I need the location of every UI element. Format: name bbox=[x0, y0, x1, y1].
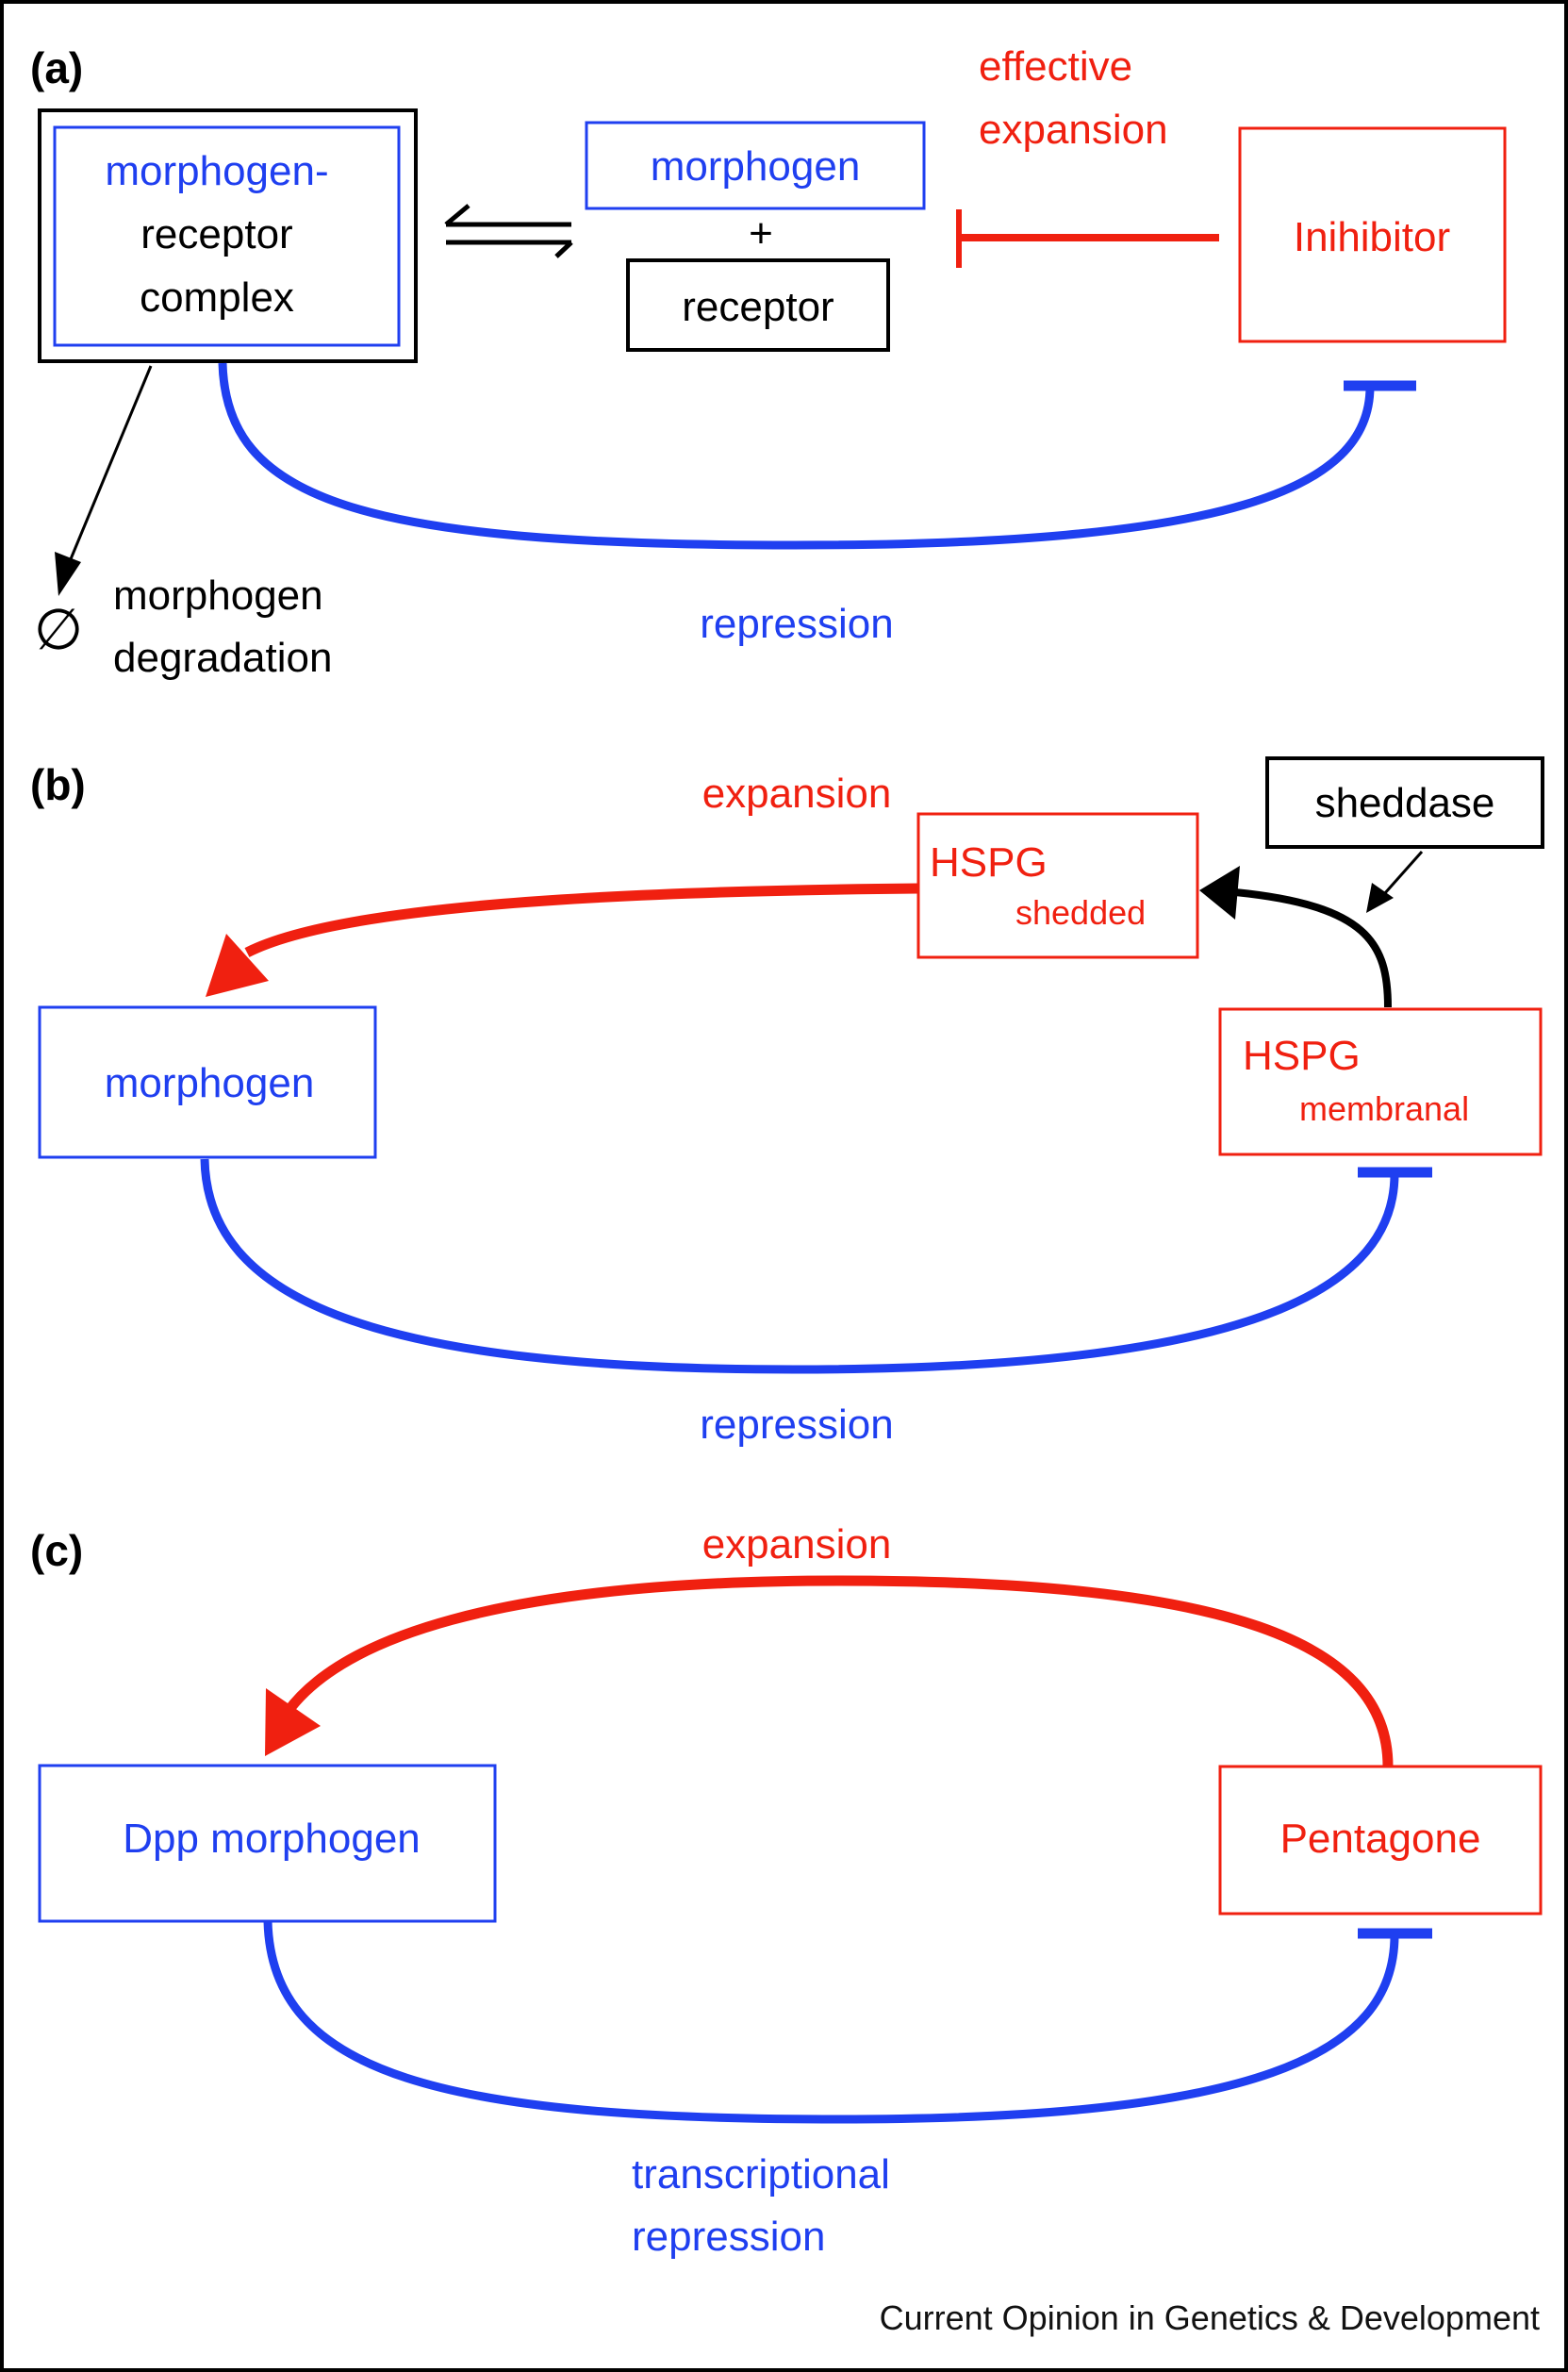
expansion-arrowhead-b-icon bbox=[206, 934, 269, 997]
hspg-membranal-main: HSPG bbox=[1243, 1033, 1361, 1079]
hspg-membranal-sub: membranal bbox=[1299, 1089, 1469, 1128]
shedding-arrowhead-icon bbox=[1199, 866, 1240, 920]
complex-label-line1: morphogen- bbox=[105, 148, 328, 194]
receptor-label: receptor bbox=[682, 284, 834, 330]
repression-label-c-line1: transcriptional bbox=[632, 2151, 890, 2198]
sheddase-label: sheddase bbox=[1315, 780, 1495, 826]
panel-c-label: (c) bbox=[30, 1526, 83, 1575]
panel-b-label: (b) bbox=[30, 760, 86, 809]
plus-sign: + bbox=[749, 210, 773, 257]
dpp-morphogen-label: Dpp morphogen bbox=[123, 1816, 421, 1862]
sheddase-arrow bbox=[1382, 851, 1424, 895]
morphogen-label-a: morphogen bbox=[651, 143, 861, 190]
receptor-box: receptor bbox=[626, 258, 890, 352]
expansion-arrow-b bbox=[244, 883, 919, 957]
degradation-label-line1: morphogen bbox=[113, 572, 323, 619]
panel-b: (b) expansion HSPG shedded sheddase HSPG… bbox=[30, 756, 1544, 1448]
expansion-label-b: expansion bbox=[702, 771, 892, 817]
expansion-arrowhead-c-icon bbox=[265, 1688, 321, 1756]
journal-credit: Current Opinion in Genetics & Developmen… bbox=[880, 2298, 1540, 2337]
repression-label-c-line2: repression bbox=[632, 2214, 825, 2260]
degradation-label-line2: degradation bbox=[113, 635, 332, 681]
pentagone-box: Pentagone bbox=[1218, 1765, 1543, 1916]
repression-arc-c bbox=[263, 1920, 1399, 2124]
reversible-reaction-arrows-icon bbox=[444, 204, 573, 258]
repression-label-b: repression bbox=[700, 1402, 893, 1448]
hspg-shedded-sub: shedded bbox=[1015, 893, 1146, 932]
hspg-shedded-box: HSPG shedded bbox=[916, 812, 1199, 959]
repression-label-a: repression bbox=[700, 601, 893, 647]
inhibitor-box: Inihibitor bbox=[1238, 126, 1507, 343]
morphogen-label-b: morphogen bbox=[105, 1060, 315, 1106]
degradation-arrow bbox=[66, 365, 153, 567]
shedding-arrow bbox=[1234, 888, 1392, 1008]
sheddase-box: sheddase bbox=[1265, 756, 1544, 849]
repression-arc-a bbox=[218, 362, 1375, 550]
complex-label-line2: receptor bbox=[140, 211, 292, 257]
inhibition-bar-icon bbox=[956, 209, 1219, 268]
inhibitor-label: Inihibitor bbox=[1294, 214, 1450, 260]
effective-expansion-line1: effective bbox=[979, 43, 1132, 90]
morphogen-box-a: morphogen bbox=[585, 121, 926, 210]
expansion-label-c: expansion bbox=[702, 1521, 892, 1568]
dpp-morphogen-box: Dpp morphogen bbox=[38, 1764, 497, 1923]
hspg-shedded-main: HSPG bbox=[930, 839, 1048, 886]
repression-arc-b bbox=[200, 1158, 1399, 1374]
panel-a: (a) morphogen- receptor complex morphoge… bbox=[30, 43, 1507, 681]
hspg-membranal-box: HSPG membranal bbox=[1218, 1007, 1543, 1156]
degradation-arrowhead-icon bbox=[55, 552, 81, 596]
panel-a-label: (a) bbox=[30, 43, 83, 92]
panel-c: (c) expansion Dpp morphogen Pentagone tr… bbox=[30, 1521, 1543, 2260]
pentagone-label: Pentagone bbox=[1280, 1816, 1481, 1862]
sheddase-arrowhead-icon bbox=[1366, 883, 1394, 913]
morphogen-box-b: morphogen bbox=[38, 1005, 377, 1159]
complex-box: morphogen- receptor complex bbox=[38, 108, 418, 363]
null-set-icon: ∅ bbox=[34, 598, 83, 661]
complex-label-line3: complex bbox=[140, 274, 294, 321]
expansion-arrow-c bbox=[283, 1575, 1394, 1767]
effective-expansion-line2: expansion bbox=[979, 107, 1168, 153]
